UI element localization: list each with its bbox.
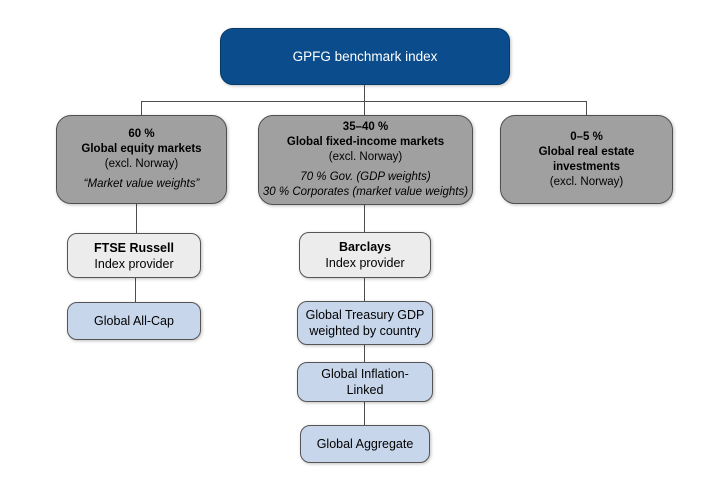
index-label: Global Aggregate bbox=[316, 437, 414, 451]
asset-class-name: Global fixed-income markets bbox=[286, 136, 445, 148]
provider-node-ftse-russell: FTSE Russell Index provider bbox=[67, 233, 201, 278]
weighting-note: 70 % Gov. (GDP weights) bbox=[300, 171, 431, 183]
exclusion-note: (excl. Norway) bbox=[104, 158, 179, 170]
root-node-label: GPFG benchmark index bbox=[292, 49, 438, 64]
connector-line bbox=[364, 278, 365, 301]
connector-line bbox=[141, 102, 142, 115]
allocation-label: 60 % bbox=[128, 128, 155, 140]
index-label: Global Treasury GDP weighted by country bbox=[305, 308, 425, 338]
index-node-global-aggregate: Global Aggregate bbox=[300, 425, 430, 463]
weighting-note: 30 % Corporates (market value weights) bbox=[262, 186, 469, 198]
asset-class-node-equity: 60 % Global equity markets (excl. Norway… bbox=[56, 115, 227, 204]
index-label: Global All-Cap bbox=[94, 314, 174, 328]
index-label: Global Inflation-Linked bbox=[321, 367, 409, 397]
connector-line bbox=[136, 204, 137, 233]
connector-line bbox=[135, 278, 136, 302]
provider-node-barclays: Barclays Index provider bbox=[299, 232, 431, 278]
connector-line bbox=[364, 102, 365, 115]
connector-line bbox=[141, 101, 587, 102]
provider-name: FTSE Russell bbox=[94, 240, 174, 255]
index-node-global-inflation-linked: Global Inflation-Linked bbox=[297, 362, 433, 402]
allocation-label: 0–5 % bbox=[570, 130, 603, 143]
weighting-notes: “Market value weights” bbox=[84, 177, 200, 192]
asset-class-node-real-estate: 0–5 % Global real estate investments (ex… bbox=[500, 115, 673, 204]
weighting-note: “Market value weights” bbox=[83, 178, 200, 190]
connector-line bbox=[364, 85, 365, 102]
exclusion-note: (excl. Norway) bbox=[549, 175, 624, 188]
connector-line bbox=[364, 205, 365, 232]
provider-role: Index provider bbox=[325, 256, 405, 270]
allocation-label: 35–40 % bbox=[342, 121, 389, 133]
exclusion-note: (excl. Norway) bbox=[328, 151, 403, 163]
provider-role: Index provider bbox=[94, 256, 174, 271]
asset-class-node-fixed-income: 35–40 % Global fixed-income markets (exc… bbox=[258, 115, 473, 205]
connector-line bbox=[364, 345, 365, 362]
asset-class-name: Global equity markets bbox=[81, 143, 202, 155]
connector-line bbox=[364, 402, 365, 425]
asset-class-name: Global real estate investments bbox=[538, 145, 635, 173]
weighting-notes: 70 % Gov. (GDP weights) 30 % Corporates … bbox=[263, 170, 468, 200]
provider-name: Barclays bbox=[338, 240, 392, 254]
index-node-global-treasury-gdp: Global Treasury GDP weighted by country bbox=[297, 301, 433, 345]
index-node-global-all-cap: Global All-Cap bbox=[67, 302, 201, 340]
connector-line bbox=[586, 102, 587, 115]
root-node-gpfg-benchmark-index: GPFG benchmark index bbox=[220, 28, 510, 85]
